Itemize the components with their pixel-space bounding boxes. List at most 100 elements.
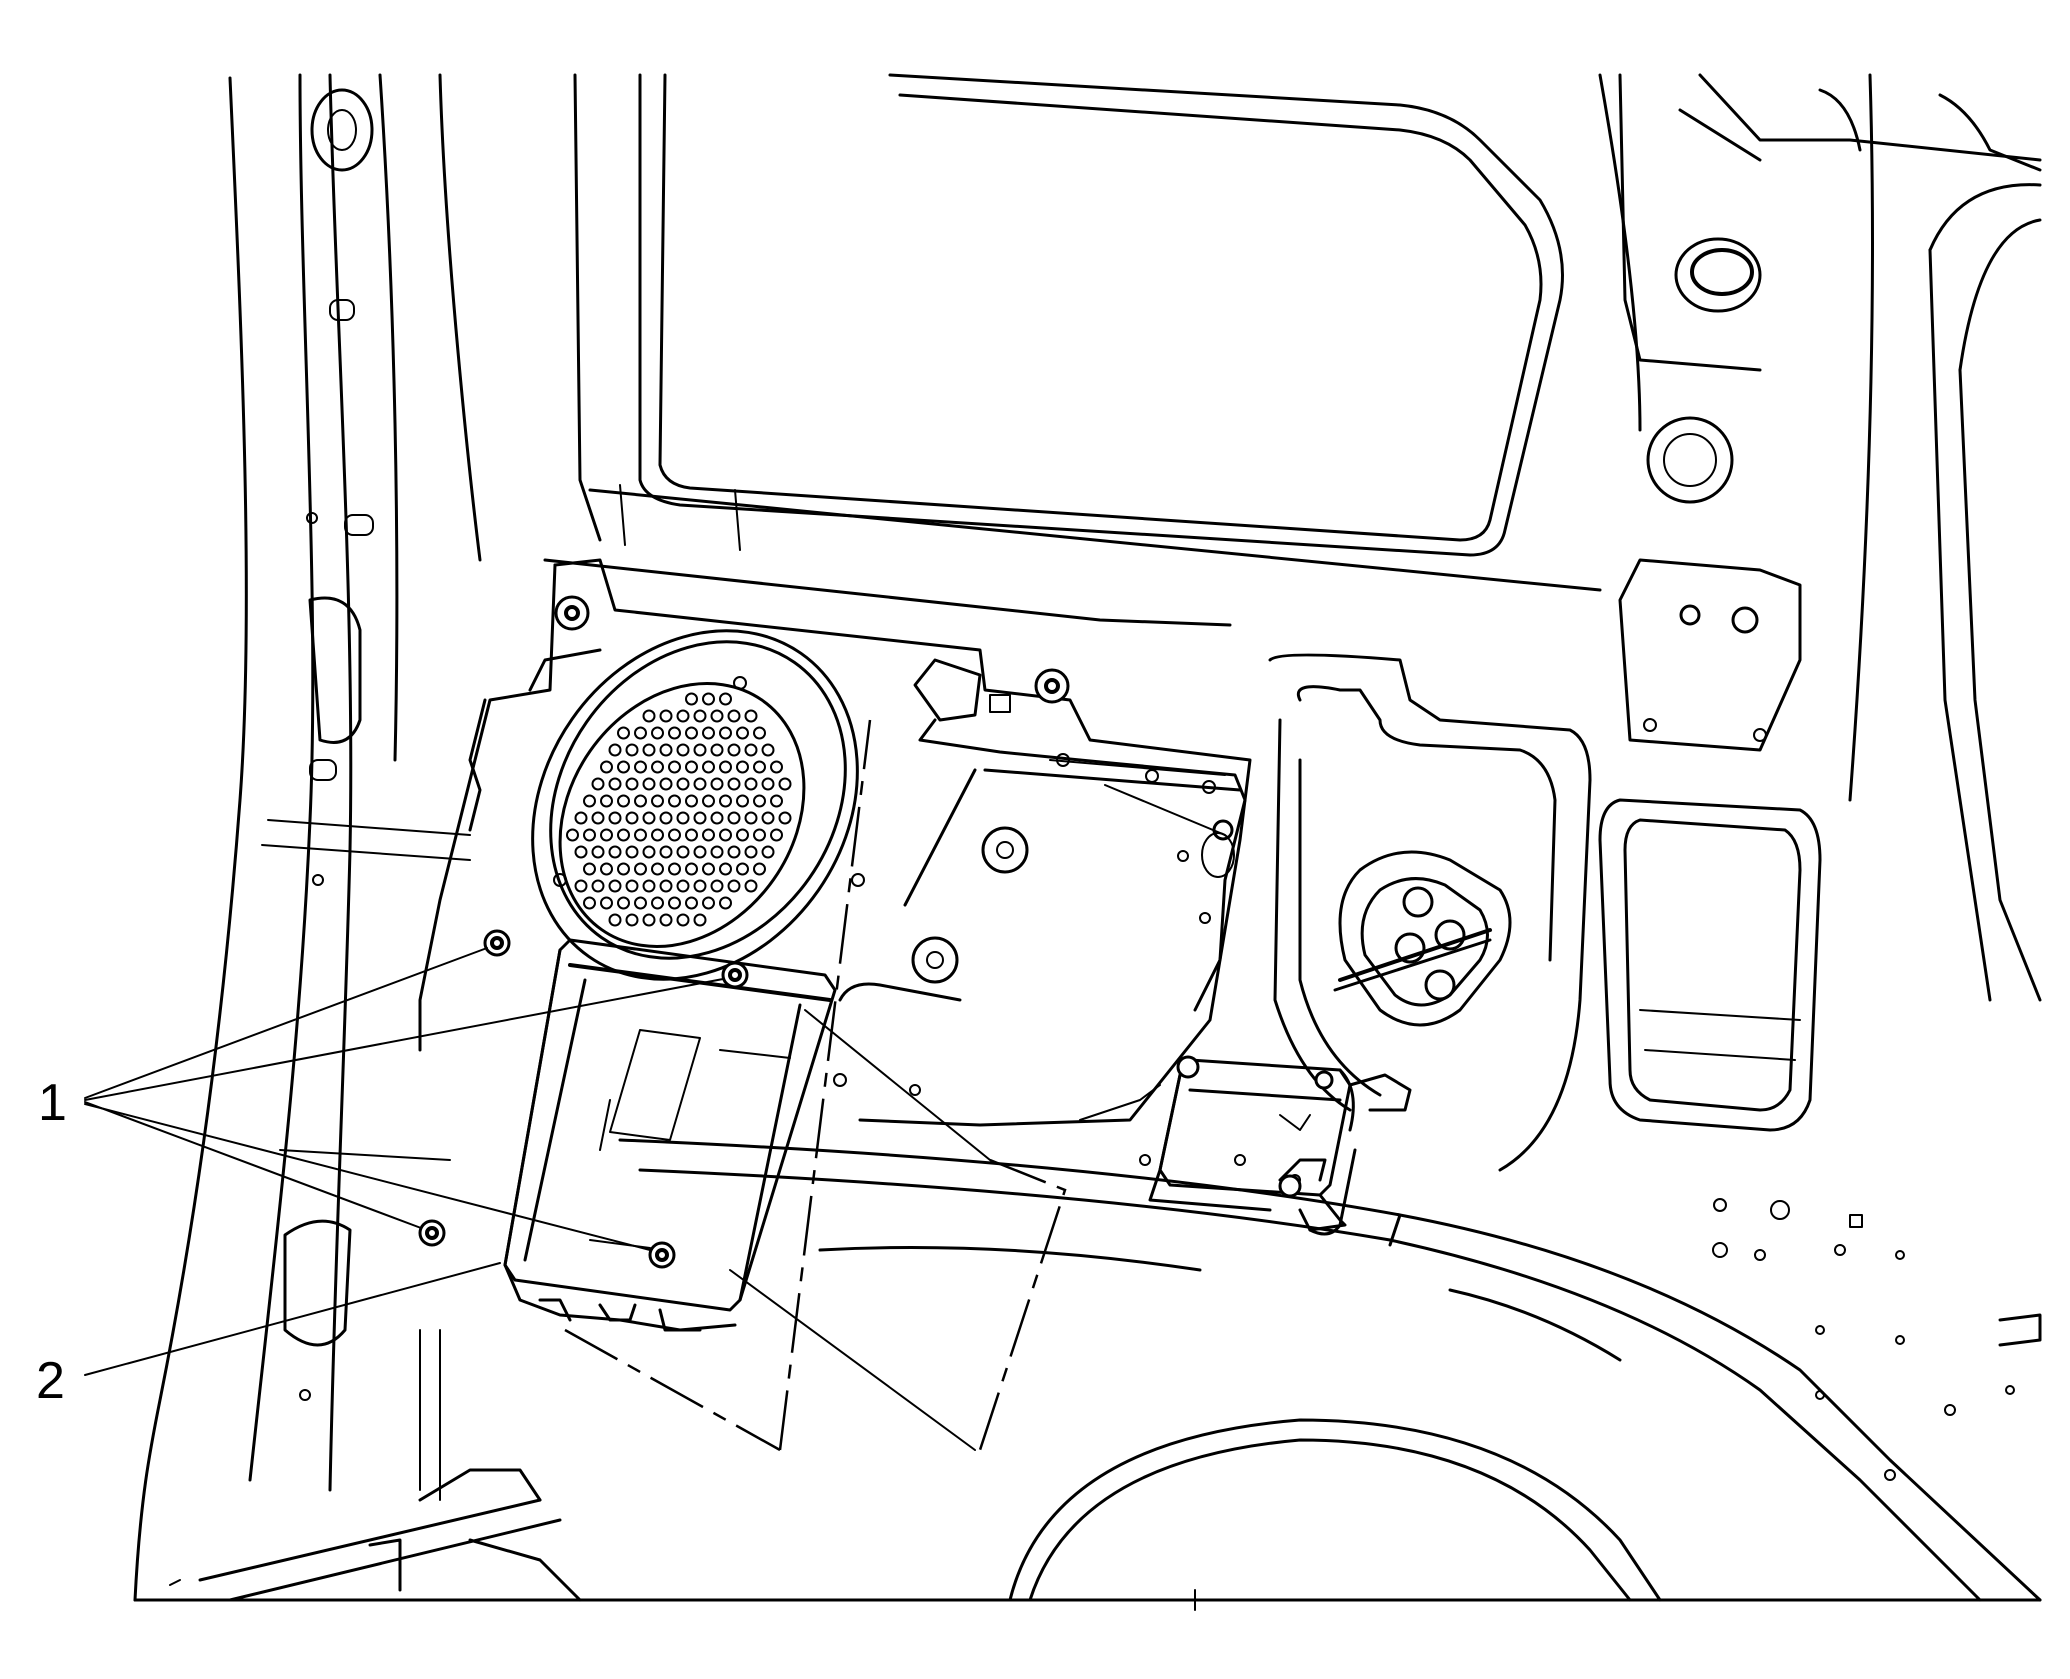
speaker-grille (566, 692, 792, 927)
grille-hole (685, 692, 698, 706)
grille-hole (625, 743, 639, 757)
grille-hole (617, 896, 630, 910)
grille-hole (727, 811, 741, 825)
grille-hole (693, 879, 707, 893)
grille-hole (608, 845, 622, 859)
grille-hole (659, 777, 673, 791)
grille-hole (659, 743, 673, 757)
grille-hole (634, 726, 647, 740)
grille-hole (608, 811, 622, 825)
grille-hole (761, 777, 775, 791)
grille-hole (753, 794, 766, 808)
grille-hole (676, 913, 690, 927)
grille-hole (625, 879, 639, 893)
grille-hole (608, 777, 622, 791)
grille-hole (617, 726, 630, 740)
grille-hole (642, 913, 656, 927)
grille-hole (710, 743, 724, 757)
grille-hole (736, 794, 749, 808)
grille-hole (753, 828, 766, 842)
grille-hole (770, 760, 783, 774)
grille-hole (778, 777, 792, 791)
grille-hole (659, 811, 673, 825)
grille-hole (719, 862, 732, 876)
grille-hole (693, 913, 707, 927)
grille-hole (744, 777, 758, 791)
grille-hole (685, 794, 698, 808)
callout-1: 1 (38, 1074, 67, 1132)
grille-hole (591, 811, 605, 825)
trim-panel (1268, 653, 1592, 1172)
grille-hole (591, 879, 605, 893)
grille-hole (685, 726, 698, 740)
grille-hole (693, 709, 707, 723)
grille-hole (770, 794, 783, 808)
window-opening (543, 73, 1602, 627)
fastener-upper-left (483, 929, 511, 957)
grille-hole (753, 862, 766, 876)
grille-hole (668, 726, 681, 740)
grille-hole (685, 862, 698, 876)
fastener-upper-right (721, 961, 749, 989)
left-pillar (133, 73, 482, 1602)
grille-hole (702, 862, 715, 876)
grille-hole (617, 794, 630, 808)
grille-hole (761, 743, 775, 757)
grille-hole (642, 777, 656, 791)
grille-hole (668, 862, 681, 876)
grille-hole (685, 760, 698, 774)
speaker-panel (418, 558, 1301, 1186)
grille-hole (668, 896, 681, 910)
grille-hole (651, 828, 664, 842)
speaker (531, 629, 865, 981)
callout-2: 2 (36, 1352, 65, 1410)
grille-hole (702, 760, 715, 774)
grille-hole (642, 845, 656, 859)
grille-hole (727, 777, 741, 791)
fastener-lower-right (648, 1241, 676, 1269)
grille-hole (642, 743, 656, 757)
small-module (1148, 1055, 1412, 1236)
grille-hole (676, 811, 690, 825)
grille-hole (702, 896, 715, 910)
grille-hole (574, 845, 588, 859)
grille-hole (676, 879, 690, 893)
grille-hole (642, 811, 656, 825)
grille-hole (685, 896, 698, 910)
grille-hole (753, 726, 766, 740)
grille-hole (668, 760, 681, 774)
grille-hole (676, 709, 690, 723)
grille-hole (702, 726, 715, 740)
grille-hole (736, 862, 749, 876)
grille-hole (651, 862, 664, 876)
grille-hole (651, 896, 664, 910)
grille-hole (710, 777, 724, 791)
grille-hole (634, 896, 647, 910)
grille-hole (617, 828, 630, 842)
grille-hole (608, 743, 622, 757)
grille-hole (566, 828, 579, 842)
grille-hole (693, 743, 707, 757)
grille-hole (574, 811, 588, 825)
grille-hole (676, 845, 690, 859)
installation-lines (564, 719, 1226, 1452)
grille-hole (642, 879, 656, 893)
harness-grommet (1333, 850, 1512, 1027)
right-pillar (1598, 73, 2042, 1481)
floor-rails (133, 1468, 2042, 1611)
grille-hole (600, 896, 613, 910)
grille-hole (719, 726, 732, 740)
grille-hole (608, 913, 622, 927)
grille-hole (668, 828, 681, 842)
grille-hole (668, 794, 681, 808)
grille-hole (702, 692, 715, 706)
amplifier-module (503, 938, 837, 1332)
grille-hole (719, 760, 732, 774)
grille-hole (719, 794, 732, 808)
grille-hole (778, 811, 792, 825)
grille-hole (702, 794, 715, 808)
grille-hole (659, 845, 673, 859)
grille-hole (659, 913, 673, 927)
grille-hole (719, 896, 732, 910)
